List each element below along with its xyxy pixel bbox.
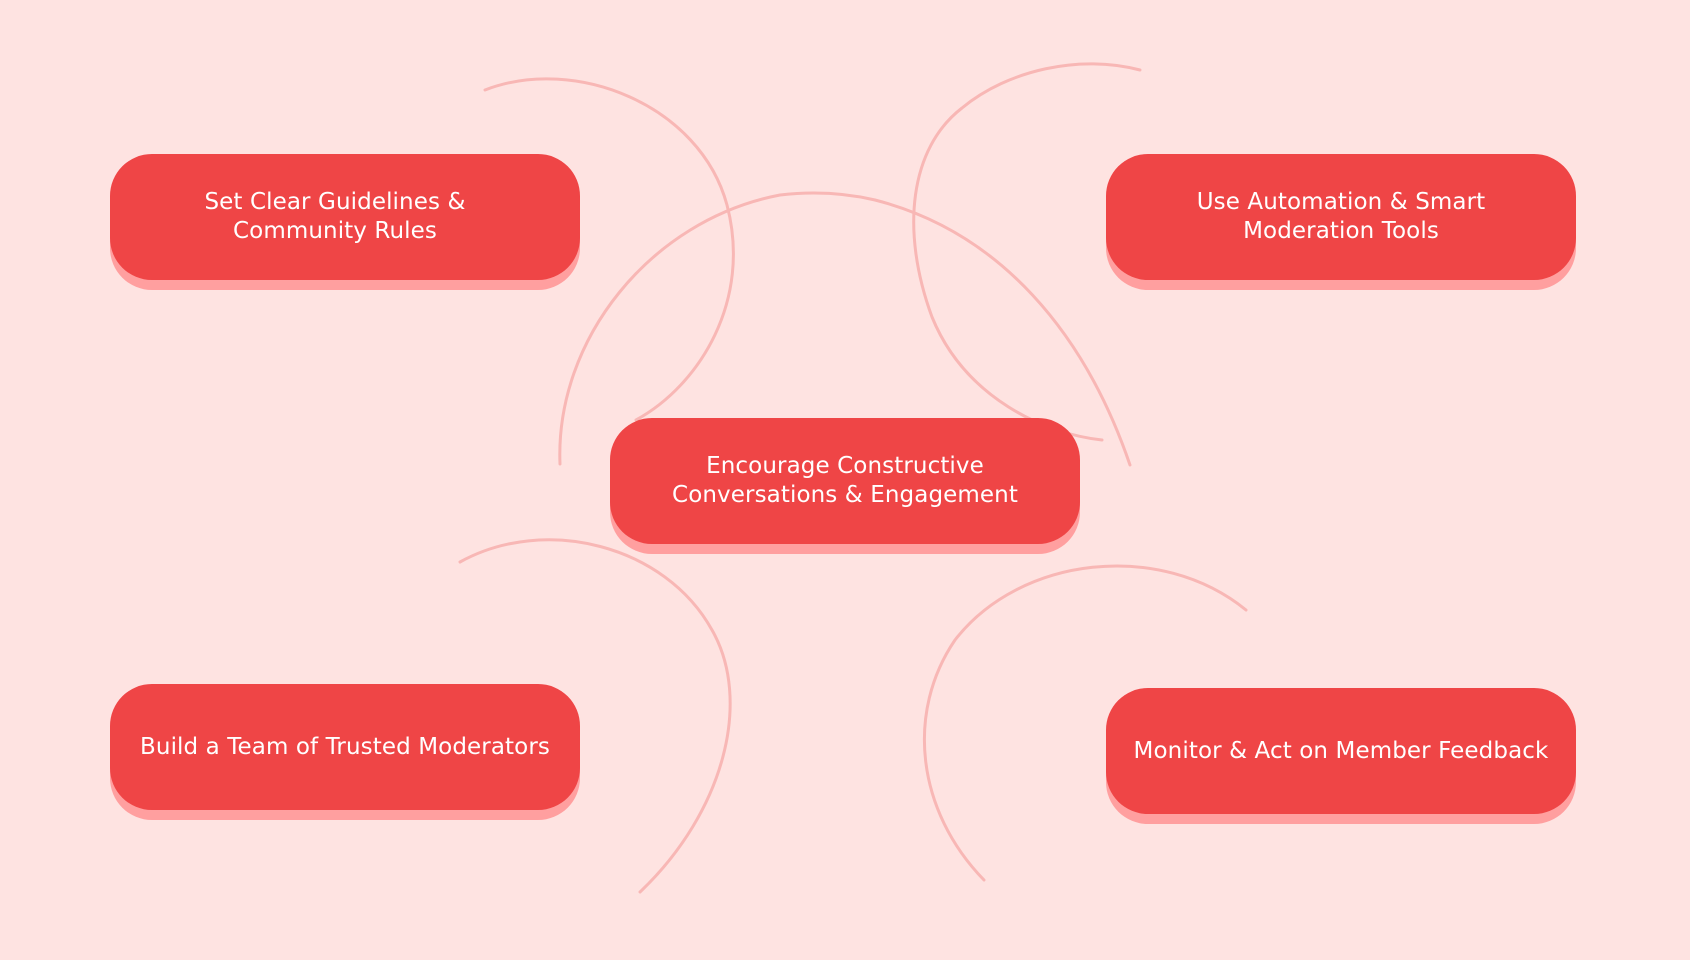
node-use-automation: Use Automation & Smart Moderation Tools [1106, 154, 1576, 280]
node-label-set-clear-guidelines: Set Clear Guidelines & Community Rules [204, 189, 466, 244]
node-encourage-conversations: Encourage Constructive Conversations & E… [610, 418, 1080, 544]
arc-top-right [912, 62, 1142, 442]
arc-top-left [483, 77, 735, 422]
node-monitor-feedback: Monitor & Act on Member Feedback [1106, 688, 1576, 814]
node-label-build-moderator-team: Build a Team of Trusted Moderators [140, 733, 550, 760]
arc-bottom-left [458, 538, 732, 894]
arc-bottom-right [922, 564, 1248, 882]
node-label-use-automation: Use Automation & Smart Moderation Tools [1196, 189, 1486, 244]
node-label-monitor-feedback: Monitor & Act on Member Feedback [1133, 737, 1549, 764]
node-set-clear-guidelines: Set Clear Guidelines & Community Rules [110, 154, 580, 280]
node-label-encourage-conversations: Encourage Constructive Conversations & E… [672, 453, 1018, 508]
node-build-moderator-team: Build a Team of Trusted Moderators [110, 684, 580, 810]
arc-center-right [873, 198, 1132, 467]
arc-center-left [558, 191, 877, 466]
